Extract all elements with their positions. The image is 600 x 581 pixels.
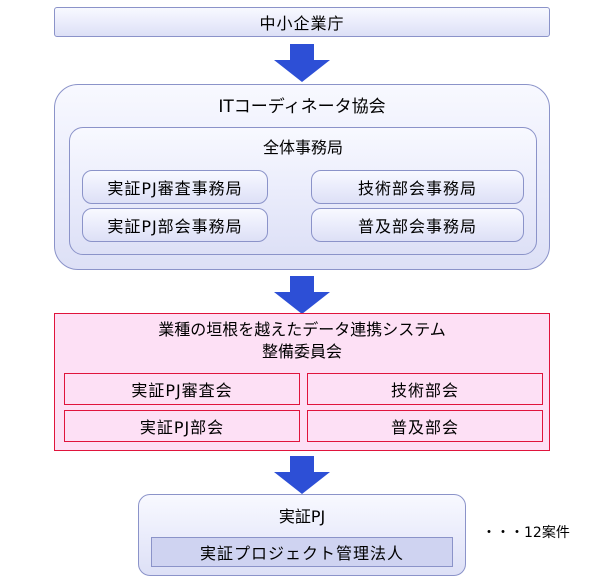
- secretariat-title: 全体事務局: [262, 138, 343, 157]
- coordinator-title: ITコーディネータ協会: [218, 97, 386, 117]
- flow-arrow-1: [274, 44, 330, 82]
- project-box: 実証PJ 実証プロジェクト管理法人: [138, 494, 466, 576]
- project-entity: 実証プロジェクト管理法人: [151, 537, 453, 567]
- project-count-note: ・・・12案件: [482, 525, 570, 541]
- agency-box: 中小企業庁: [54, 7, 550, 37]
- committee-title-line1: 業種の垣根を越えたデータ連携システム: [158, 320, 446, 339]
- agency-label: 中小企業庁: [259, 14, 345, 33]
- committee-box: 業種の垣根を越えたデータ連携システム 整備委員会 実証PJ審査会 技術部会 実証…: [54, 313, 550, 451]
- office-pj-committee: 実証PJ部会事務局: [82, 208, 268, 242]
- committee-title-line2: 整備委員会: [261, 342, 342, 361]
- office-promotion: 普及部会事務局: [311, 208, 524, 242]
- office-technical: 技術部会事務局: [311, 170, 524, 204]
- project-title: 実証PJ: [278, 507, 326, 526]
- project-entity-label: 実証プロジェクト管理法人: [199, 544, 404, 563]
- office-pj-review: 実証PJ審査事務局: [82, 170, 268, 204]
- coordinator-box: ITコーディネータ協会 全体事務局 実証PJ審査事務局 技術部会事務局 実証PJ…: [54, 84, 550, 270]
- flow-arrow-3: [274, 456, 330, 494]
- subcommittee-technical: 技術部会: [307, 373, 543, 405]
- flow-arrow-2: [274, 276, 330, 314]
- subcommittee-promotion: 普及部会: [307, 410, 543, 442]
- secretariat-box: 全体事務局 実証PJ審査事務局 技術部会事務局 実証PJ部会事務局 普及部会事務…: [69, 127, 537, 255]
- subcommittee-pj-review: 実証PJ審査会: [64, 373, 300, 405]
- subcommittee-pj: 実証PJ部会: [64, 410, 300, 442]
